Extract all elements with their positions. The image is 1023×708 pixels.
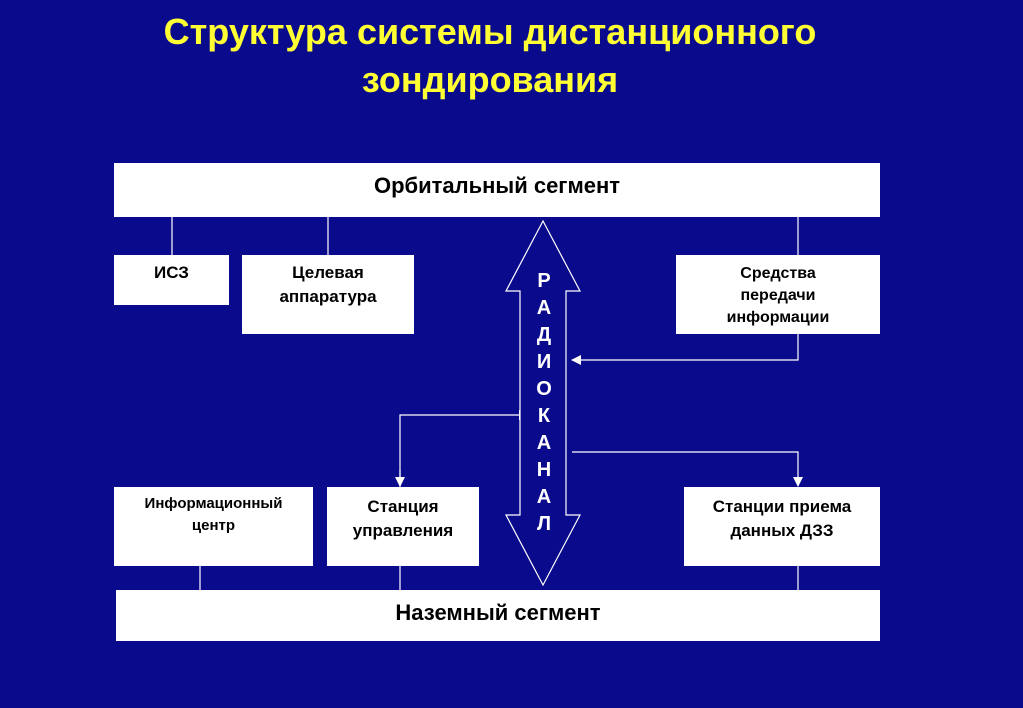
arrow-channel-to-receiving [572,451,803,487]
transmission-label-line-3: информации [726,309,830,326]
radio-letter: Д [536,324,552,346]
receiving-stations-box: Станции приема данных ДЗЗ [684,487,880,566]
control-station-label-line-2: управления [352,521,454,540]
info-center-label-line-1: Информационный [144,495,283,512]
transmission-label-line-2: передачи [740,287,816,304]
arrow-transmission-to-channel [571,334,799,365]
radio-channel-label: Р А Д И О К А Н А Л [529,268,559,538]
title-line-1: Структура системы дистанционного [163,11,817,52]
receiving-stations-label-line-2: данных ДЗЗ [730,521,834,540]
radio-letter: А [536,432,552,454]
control-station-label-line-1: Станция [367,497,439,516]
info-center-box: Информационный центр [114,487,313,566]
radio-letter: А [536,486,552,508]
radio-letter: А [536,297,552,319]
radio-letter: Н [536,459,552,481]
isz-label: ИСЗ [154,263,189,282]
radio-channel-double-arrow [505,219,581,587]
payload-label-line-2: аппаратура [279,287,377,306]
transmission-box: Средства передачи информации [676,255,880,334]
control-station-box: Станция управления [327,487,479,566]
transmission-label-line-1: Средства [740,265,816,282]
orbital-segment-label: Орбитальный сегмент [373,173,621,198]
radio-letter: И [536,351,552,373]
radio-letter: К [537,405,551,427]
ground-segment-box: Наземный сегмент [116,590,880,641]
payload-label-line-1: Целевая [292,263,364,282]
receiving-stations-label-line-1: Станции приема [712,497,852,516]
isz-box: ИСЗ [114,255,229,305]
info-center-label-line-2: центр [191,517,236,534]
radio-letter: О [536,378,552,400]
ground-segment-label: Наземный сегмент [395,600,601,625]
payload-box: Целевая аппаратура [242,255,414,334]
title-line-2: зондирования [361,59,619,100]
orbital-segment-box: Орбитальный сегмент [114,163,880,217]
radio-letter: Л [536,513,552,535]
arrow-control-to-channel [399,410,529,487]
page-title: Структура системы дистанционного зондиро… [0,8,980,104]
radio-letter: Р [537,270,551,292]
